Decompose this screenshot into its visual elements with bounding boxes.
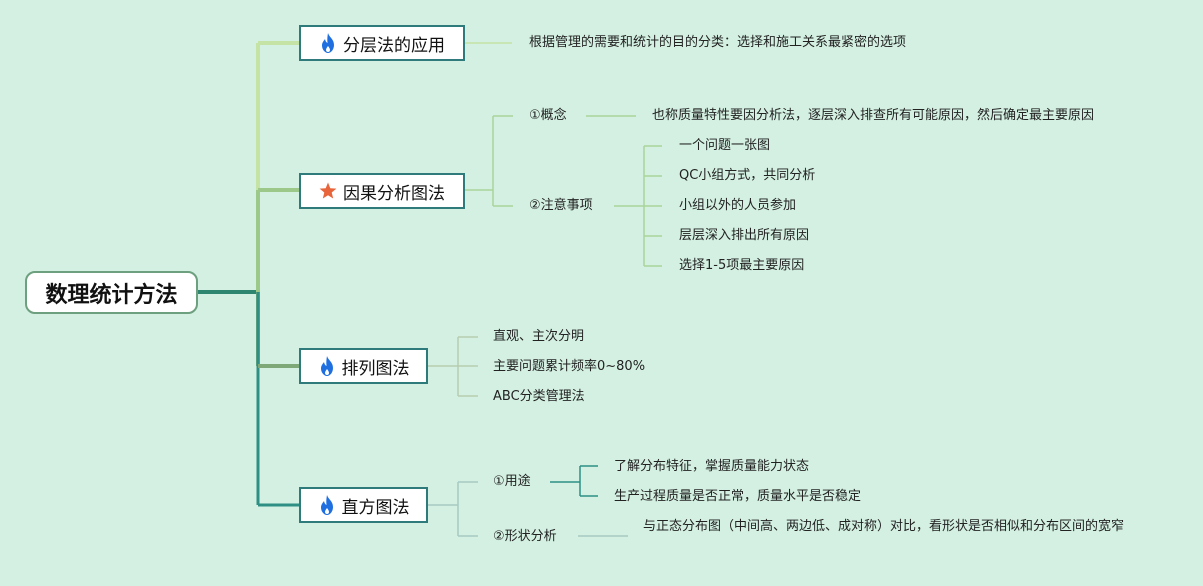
star-icon <box>319 181 337 201</box>
subnode-concept: ①概念 <box>529 108 567 123</box>
branch-node-layering[interactable]: 分层法的应用 <box>299 25 465 61</box>
branch-label: 分层法的应用 <box>343 35 445 56</box>
fire-icon <box>319 33 337 53</box>
leaf-use-2: 生产过程质量是否正常，质量水平是否稳定 <box>614 489 862 504</box>
connector-b2-notes <box>614 145 662 267</box>
branch-label: 因果分析图法 <box>343 183 445 204</box>
subnode-notes: ②注意事项 <box>529 198 593 213</box>
leaf-note-1: 一个问题一张图 <box>679 138 771 153</box>
connector-b4-use <box>550 465 598 497</box>
leaf-pareto-1: 直观、主次分明 <box>493 329 585 344</box>
subnode-use: ①用途 <box>493 474 531 489</box>
branch-node-cause-effect[interactable]: 因果分析图法 <box>299 173 465 209</box>
branch-node-pareto[interactable]: 排列图法 <box>299 348 428 384</box>
root-label: 数理统计方法 <box>45 282 178 308</box>
branch-label: 排列图法 <box>341 358 410 379</box>
leaf-note-2: QC小组方式，共同分析 <box>679 168 816 183</box>
fire-icon <box>318 356 336 376</box>
connector-b2-bracket <box>465 115 513 207</box>
branch-node-histogram[interactable]: 直方图法 <box>299 487 428 523</box>
leaf-note-3: 小组以外的人员参加 <box>679 198 797 213</box>
root-node[interactable]: 数理统计方法 <box>25 271 198 314</box>
fire-icon <box>318 495 336 515</box>
connector-b3-bracket <box>428 336 478 397</box>
leaf-pareto-2: 主要问题累计频率0~80% <box>493 359 646 374</box>
leaf-layering-desc: 根据管理的需要和统计的目的分类：选择和施工关系最紧密的选项 <box>529 35 907 50</box>
leaf-concept-desc: 也称质量特性要因分析法，逐层深入排查所有可能原因，然后确定最主要原因 <box>652 108 1095 123</box>
leaf-pareto-3: ABC分类管理法 <box>493 389 585 404</box>
leaf-note-5: 选择1-5项最主要原因 <box>679 258 805 273</box>
leaf-note-4: 层层深入排出所有原因 <box>679 228 810 243</box>
leaf-use-1: 了解分布特征，掌握质量能力状态 <box>614 459 810 474</box>
subnode-shape: ②形状分析 <box>493 529 557 544</box>
branch-label: 直方图法 <box>341 497 410 518</box>
connector-b4-bracket <box>428 481 478 537</box>
leaf-shape-desc: 与正态分布图（中间高、两边低、成对称）对比，看形状是否相似和分布区间的宽窄 <box>643 519 1125 534</box>
